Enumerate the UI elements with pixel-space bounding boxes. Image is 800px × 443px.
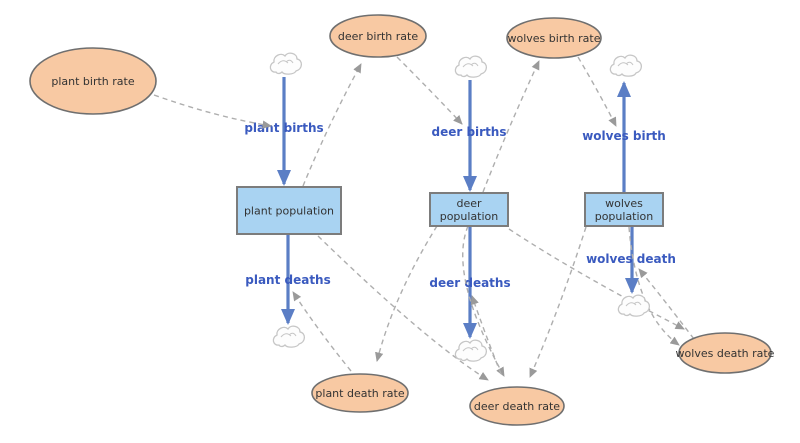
variable-wolves-death-rate[interactable]: wolves death rate — [676, 332, 775, 374]
deer-births-cloud-icon[interactable] — [454, 55, 488, 78]
link-deer-birth-rate-to-deer-births[interactable] — [396, 56, 463, 125]
link-wolves-birth-rate-to-wolves-birth[interactable] — [577, 56, 617, 127]
variable-plant-birth-rate[interactable]: plant birth rate — [29, 47, 157, 115]
clouds-layer — [269, 52, 651, 362]
flow-label-wolves-death: wolves death — [586, 252, 676, 266]
variables-layer: plant birth rate deer birth rate wolves bi… — [29, 14, 775, 426]
variable-wolves-birth-rate[interactable]: wolves birth rate — [506, 17, 602, 59]
plant-births-cloud-icon[interactable] — [269, 52, 303, 75]
deer-deaths-cloud-icon[interactable] — [454, 339, 488, 362]
link-plant-population-to-deer-birth-rate[interactable] — [302, 63, 362, 187]
link-deer-population-to-plant-death-rate[interactable] — [375, 225, 438, 362]
stock-plant-population[interactable]: plant population — [236, 186, 342, 235]
flows-layer — [277, 77, 639, 339]
stock-label-plant-population: plant population — [244, 205, 334, 218]
variable-plant-death-rate[interactable]: plant death rate — [311, 373, 409, 413]
variable-label-deer-birth-rate: deer birth rate — [338, 30, 418, 43]
variable-label-deer-death-rate: deer death rate — [474, 400, 560, 413]
flow-label-deer-deaths: deer deaths — [429, 276, 510, 290]
plant-deaths-cloud-icon[interactable] — [272, 325, 306, 348]
variable-label-plant-death-rate: plant death rate — [315, 387, 404, 400]
variable-label-wolves-death-rate: wolves death rate — [676, 347, 775, 360]
link-wolves-death-rate-to-wolves-death[interactable] — [638, 268, 695, 340]
link-deer-population-to-wolves-birth-rate[interactable] — [482, 60, 540, 193]
link-plant-birth-rate-to-plant-births[interactable] — [153, 94, 272, 129]
flow-labels-layer: plant births plant deaths deer births deer … — [244, 121, 676, 290]
wolves-death-cloud-icon[interactable] — [617, 294, 651, 317]
link-wolves-population-to-wolves-death-rate[interactable] — [628, 226, 680, 346]
flow-label-deer-births: deer births — [431, 125, 506, 139]
variable-deer-death-rate[interactable]: deer death rate — [469, 386, 565, 426]
flow-label-wolves-birth: wolves birth — [582, 129, 666, 143]
link-deer-population-to-deer-death-rate[interactable] — [462, 225, 505, 377]
flow-label-plant-births: plant births — [244, 121, 323, 135]
link-plant-death-rate-to-plant-deaths[interactable] — [292, 291, 352, 372]
variable-deer-birth-rate[interactable]: deer birth rate — [329, 14, 427, 58]
variable-label-plant-birth-rate: plant birth rate — [51, 75, 134, 88]
flow-label-plant-deaths: plant deaths — [245, 273, 331, 287]
link-deer-population-to-wolves-death-rate[interactable] — [508, 228, 685, 330]
link-wolves-population-to-deer-death-rate[interactable] — [529, 226, 587, 378]
link-deer-death-rate-to-deer-deaths[interactable] — [470, 295, 502, 375]
variable-label-wolves-birth-rate: wolves birth rate — [508, 32, 601, 45]
wolves-birth-cloud-icon[interactable] — [609, 54, 643, 77]
